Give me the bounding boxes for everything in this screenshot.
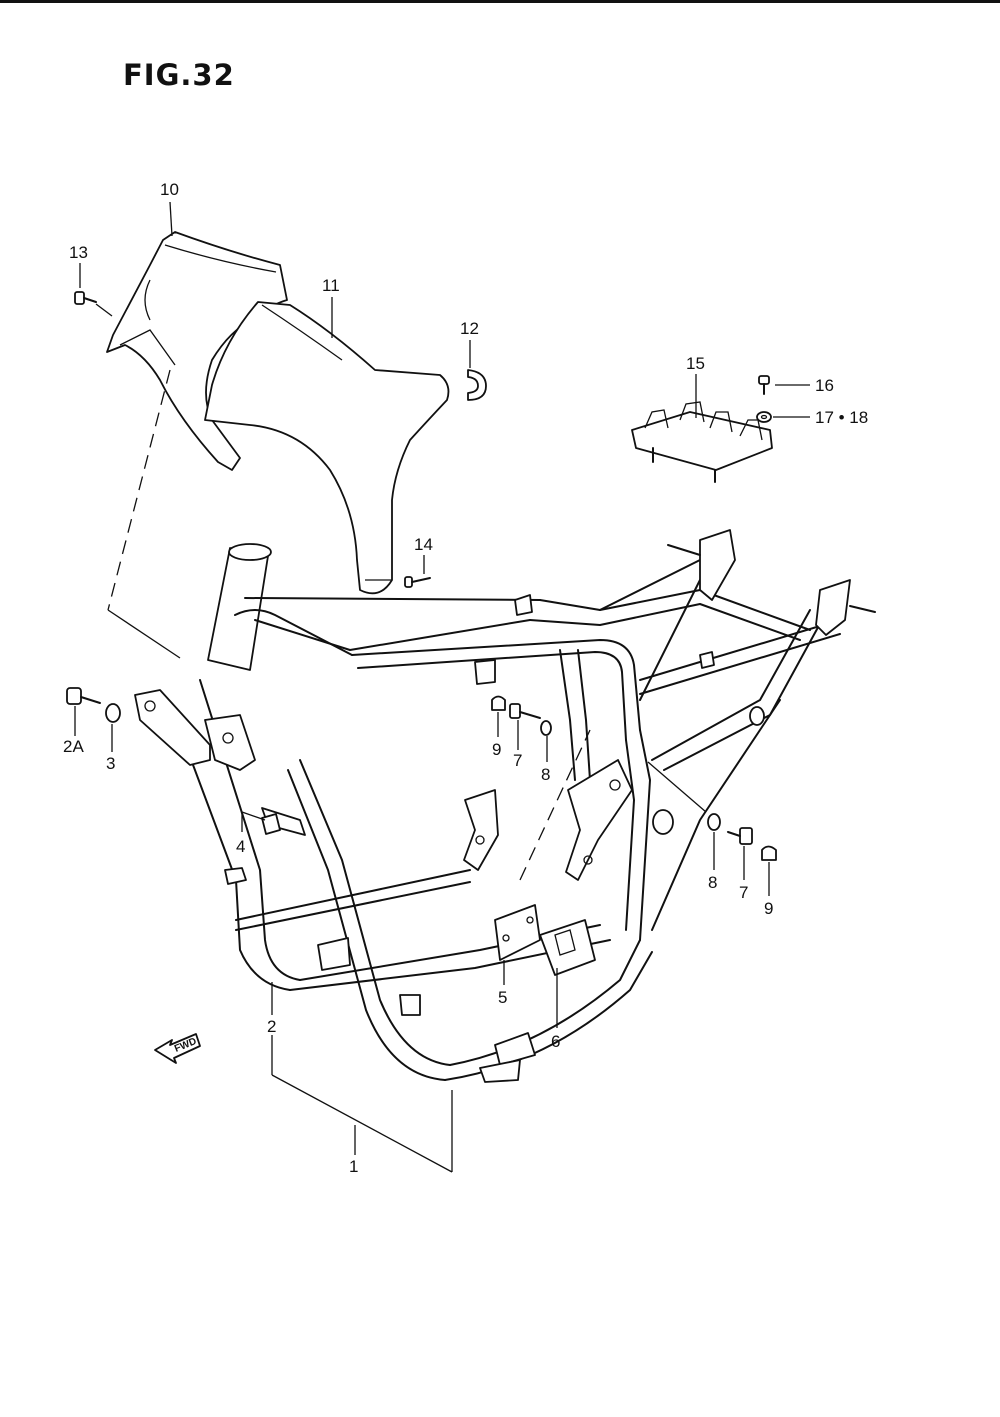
callout-14: 14: [414, 535, 433, 554]
callout-10: 10: [160, 180, 179, 199]
callout-8-upper: 8: [541, 765, 550, 784]
part-9-cap-upper: [491, 695, 506, 711]
callout-5: 5: [498, 988, 507, 1007]
callout-7-lower: 7: [739, 883, 748, 902]
frame-cover-right: [204, 301, 450, 595]
part-12-clip: [467, 369, 487, 401]
callout-7-upper: 7: [513, 751, 522, 770]
part-7-bolt-lower: [727, 827, 753, 845]
part-9-cap-lower: [761, 845, 777, 861]
callout-8-lower: 8: [708, 873, 717, 892]
top-border-rule: [0, 0, 1000, 3]
main-frame: [134, 529, 876, 1083]
part-3-washer: [105, 703, 121, 723]
callout-12: 12: [460, 319, 479, 338]
callout-9-lower: 9: [764, 899, 773, 918]
part-8-washer-lower: [707, 813, 721, 831]
callout-11: 11: [322, 276, 340, 295]
forward-direction-arrow: FWD: [154, 1033, 201, 1064]
leader-lines: [74, 201, 810, 1173]
callout-13: 13: [69, 243, 88, 262]
callout-17-18: 17 • 18: [815, 408, 868, 427]
callout-16: 16: [815, 376, 834, 395]
callout-labels: 1 2 2A 3 4 5 6 7 7 8 8 9 9 10 11 12 13 1…: [63, 180, 868, 1176]
callout-1: 1: [349, 1157, 358, 1176]
callout-6: 6: [551, 1032, 560, 1051]
part-17-18-washer: [756, 411, 772, 423]
part-8-washer-upper: [540, 720, 552, 736]
part-13-screw: [74, 291, 97, 305]
figure-title: FIG.32: [123, 58, 235, 92]
callout-4: 4: [236, 837, 245, 856]
callout-2: 2: [267, 1017, 276, 1036]
callout-2a: 2A: [63, 737, 84, 756]
callout-9-upper: 9: [492, 740, 501, 759]
part-4-nut: [261, 813, 281, 835]
part-7-bolt-upper: [509, 703, 541, 719]
callout-3: 3: [106, 754, 115, 773]
frame-cover-left: [106, 231, 288, 471]
part-14-screw: [404, 576, 431, 588]
part-2a-bolt: [66, 687, 101, 705]
part-15-bracket: [631, 401, 773, 483]
part-16-bolt: [758, 375, 770, 395]
callout-15: 15: [686, 354, 705, 373]
